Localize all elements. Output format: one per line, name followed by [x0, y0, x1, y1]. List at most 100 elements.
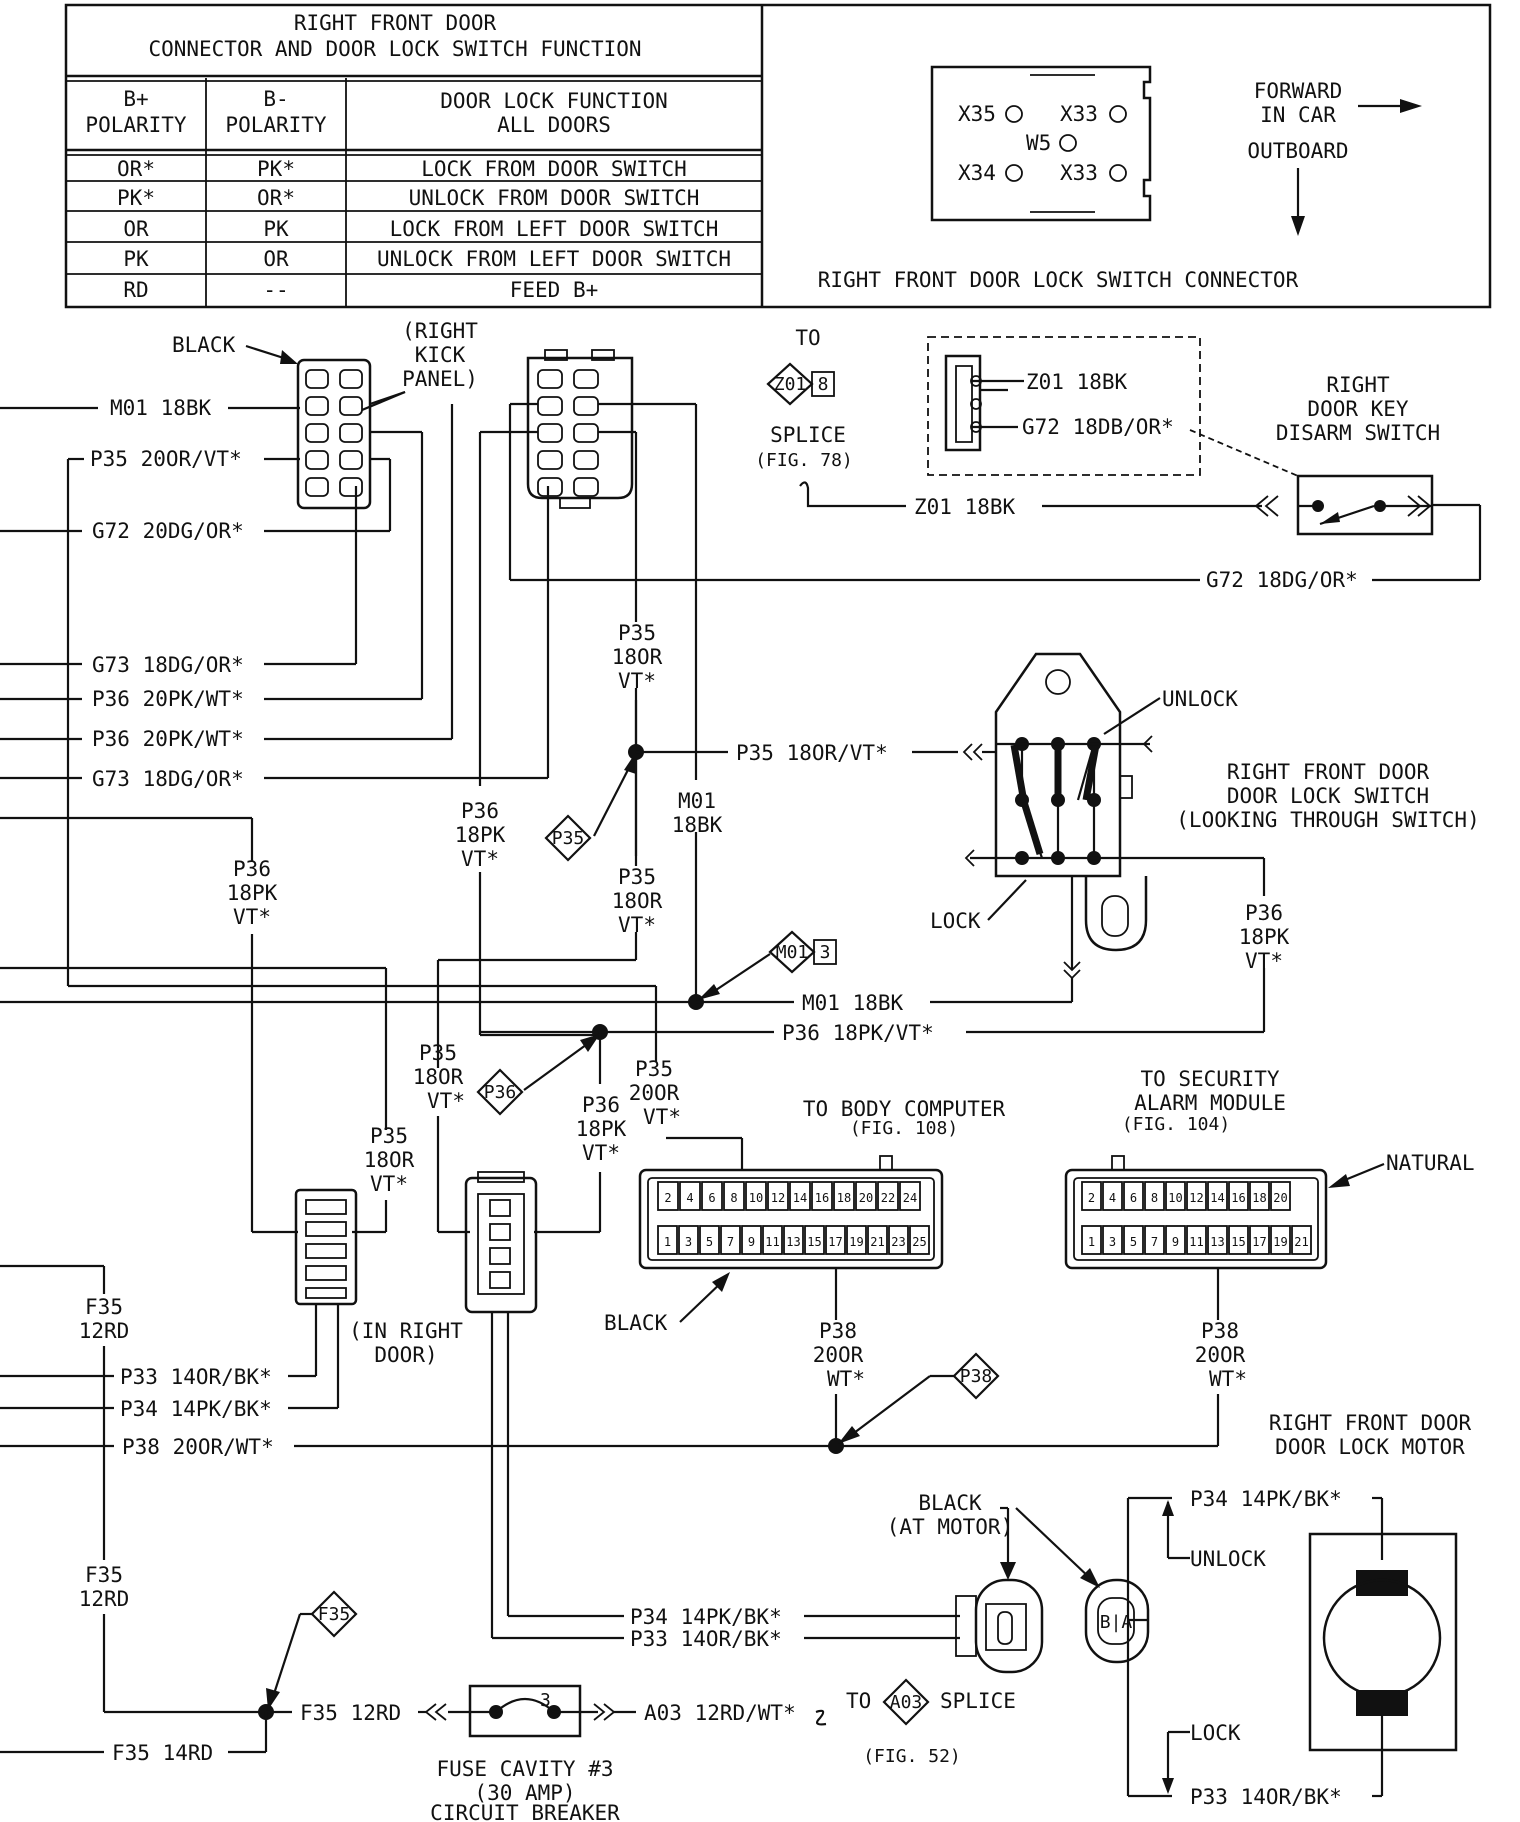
p35-20-vert-a: P35	[635, 1057, 673, 1081]
pin-number: 8	[1151, 1191, 1158, 1205]
col-header-b-minus-2: POLARITY	[225, 113, 327, 137]
motor-title-2: DOOR LOCK MOTOR	[1275, 1435, 1465, 1459]
to-label-z01: TO	[795, 326, 820, 350]
disarm-switch-group: Z01 18BK G72 18DB/OR* RIGHT DOOR KEY DIS…	[927, 336, 1440, 536]
pin-w5: W5	[1026, 131, 1051, 155]
p38-vert-2-a: P38	[1201, 1319, 1239, 1343]
wire-p34-14: P34 14PK/BK*	[120, 1397, 272, 1421]
p36-vert-1-c: VT*	[461, 847, 499, 871]
kick-panel-1: (RIGHT	[402, 319, 478, 343]
black-at-motor-2: (AT MOTOR)	[887, 1515, 1013, 1539]
table-cell: UNLOCK FROM LEFT DOOR SWITCH	[377, 247, 731, 271]
p35-vert-4-b: 18OR	[413, 1065, 464, 1089]
wire-p35-20: P35 20OR/VT*	[90, 447, 242, 471]
table-cell: PK*	[257, 157, 295, 181]
p36-diamond-tag: P36	[484, 1082, 517, 1103]
pin-cell	[1291, 1225, 1312, 1255]
pin-cell	[855, 1181, 877, 1211]
pin-cell	[1081, 1181, 1102, 1211]
lock-motor-label: LOCK	[1190, 1721, 1241, 1745]
pin-cell	[1102, 1225, 1123, 1255]
switch-title-3: (LOOKING THROUGH SWITCH)	[1176, 808, 1479, 832]
pin-number: 6	[1130, 1191, 1137, 1205]
pin-cell	[1165, 1181, 1186, 1211]
pin-number: 9	[1172, 1235, 1179, 1249]
kick-panel-connector	[526, 349, 634, 509]
pin-number: 10	[749, 1191, 763, 1205]
fuse-caption-2: (30 AMP)	[474, 1781, 575, 1805]
m01-run: M01 18BK M01 3	[0, 930, 1074, 1015]
pin-number: 24	[903, 1191, 917, 1205]
table-row: PK* OR* UNLOCK FROM DOOR SWITCH	[117, 186, 699, 210]
m01-diamond-num: 3	[820, 942, 831, 963]
pin-cell	[657, 1225, 678, 1255]
p35-vert-3-a: P35	[370, 1124, 408, 1148]
fuse-number: 3	[540, 1690, 551, 1711]
pin-number: 12	[771, 1191, 785, 1205]
p35-vert-4-c: VT*	[427, 1089, 465, 1113]
pin-cell	[657, 1181, 679, 1211]
table-cell: OR*	[257, 186, 295, 210]
table-row: PK OR UNLOCK FROM LEFT DOOR SWITCH	[123, 247, 731, 271]
pin-cell	[877, 1181, 899, 1211]
pin-number: 11	[765, 1235, 779, 1249]
fig52-label: (FIG. 52)	[863, 1746, 961, 1767]
black-label-body: BLACK	[604, 1311, 668, 1335]
pin-cell	[867, 1225, 888, 1255]
door-connector-a	[294, 1188, 358, 1408]
pin-number: 18	[1252, 1191, 1266, 1205]
pin-number: 11	[1189, 1235, 1203, 1249]
table-row: OR PK LOCK FROM LEFT DOOR SWITCH	[123, 217, 718, 241]
pin-number: 21	[1294, 1235, 1308, 1249]
pin-x35: X35	[958, 102, 996, 126]
pin-x34: X34	[958, 161, 996, 185]
pin-number: 21	[870, 1235, 884, 1249]
pin-cell	[1207, 1225, 1228, 1255]
natural-label: NATURAL	[1386, 1151, 1475, 1175]
pin-cell	[899, 1181, 921, 1211]
table-cell: OR*	[117, 157, 155, 181]
pin-cell	[701, 1181, 723, 1211]
motor-conn-pins: B|A	[1100, 1612, 1133, 1633]
a03-splice: SPLICE	[940, 1689, 1016, 1713]
m01-vert-b: 18BK	[672, 813, 723, 837]
pin-number: 1	[1088, 1235, 1095, 1249]
pin-number: 20	[1273, 1191, 1287, 1205]
wire-p34-motor: P34 14PK/BK*	[1190, 1487, 1342, 1511]
wire-m01-horiz: M01 18BK	[802, 991, 904, 1015]
pin-cell	[679, 1181, 701, 1211]
table-row: OR* PK* LOCK FROM DOOR SWITCH	[117, 157, 687, 181]
switch-title-2: DOOR LOCK SWITCH	[1227, 784, 1429, 808]
p36-vert-2-c: VT*	[1245, 949, 1283, 973]
wire-g72-18dg: G72 18DG/OR*	[1206, 568, 1358, 592]
p35-20-run: P35 20OR VT*	[66, 459, 744, 1170]
p35-20-vert-c: VT*	[643, 1105, 681, 1129]
pin-number: 15	[1231, 1235, 1245, 1249]
pin-cell	[1270, 1181, 1291, 1211]
p36-vert-1-a: P36	[461, 799, 499, 823]
pin-cell	[762, 1225, 783, 1255]
splice-z01-tag: Z01	[774, 374, 807, 395]
p35-vert-3-b: 18OR	[364, 1148, 415, 1172]
pin-number: 13	[1210, 1235, 1224, 1249]
pin-cell	[1144, 1181, 1165, 1211]
col-header-function: DOOR LOCK FUNCTION	[440, 89, 668, 113]
p38-vert-2-c: WT*	[1209, 1367, 1247, 1391]
connector-face-view: X35 X33 W5 X34 X33	[930, 65, 1152, 222]
pin-cell	[678, 1225, 699, 1255]
col-header-b-plus-2: POLARITY	[85, 113, 187, 137]
pin-cell	[846, 1225, 867, 1255]
p38-vert-1-b: 20OR	[813, 1343, 864, 1367]
pin-number: 14	[793, 1191, 807, 1205]
table-cell: --	[263, 278, 288, 302]
pin-number: 6	[708, 1191, 715, 1205]
pin-number: 12	[1189, 1191, 1203, 1205]
p38-run: P38 20OR WT* P38 20OR WT* P38 20OR/WT* P…	[0, 1319, 1247, 1459]
pin-cell	[1249, 1181, 1270, 1211]
splice-z01-num: 8	[818, 374, 829, 395]
wire-p36-20-b: P36 20PK/WT*	[92, 727, 244, 751]
in-right-door-1: (IN RIGHT	[349, 1319, 463, 1343]
